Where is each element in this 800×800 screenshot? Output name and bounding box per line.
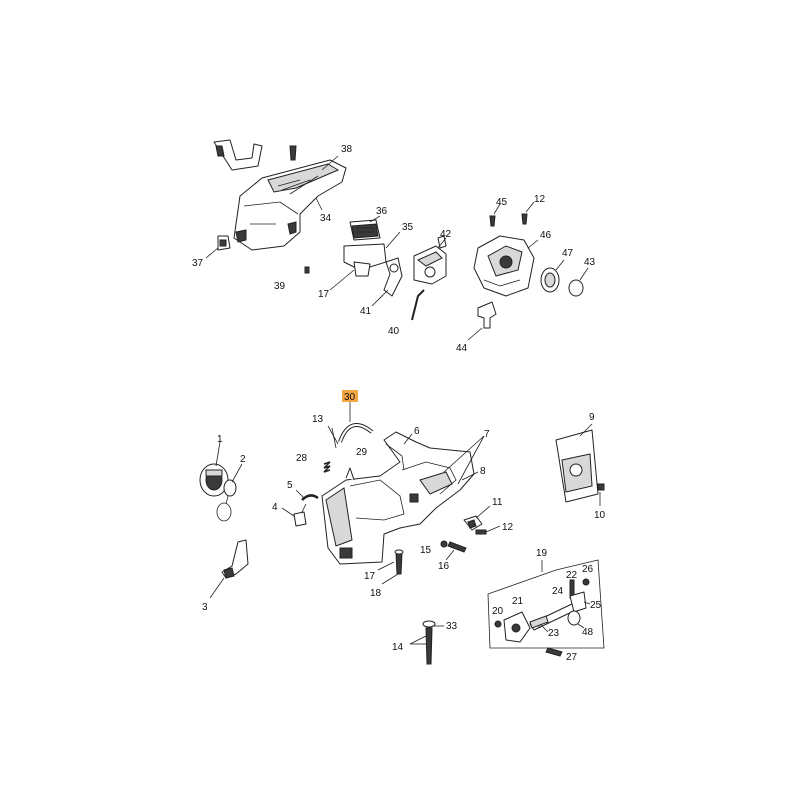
part-27-screw[interactable]: [545, 647, 563, 657]
part-37-clip[interactable]: [217, 235, 231, 251]
part-19-assembly-box: [487, 559, 605, 649]
callout-36: 36: [376, 206, 388, 217]
part-35-filter-base[interactable]: [343, 243, 387, 277]
callout-29: 29: [356, 447, 368, 458]
part-9-plate[interactable]: [555, 429, 599, 503]
part-small-screw-top: [289, 145, 297, 161]
part-39-screw[interactable]: [304, 266, 310, 274]
part-46-intake[interactable]: [473, 235, 535, 297]
part-12-screw-upper[interactable]: [521, 213, 528, 225]
part-41-gasket[interactable]: [383, 257, 403, 297]
callout-11: 11: [492, 497, 503, 508]
callout-14: 14: [392, 642, 404, 653]
callout-1: 1: [217, 434, 223, 445]
callout-41: 41: [360, 306, 372, 317]
callout-12b: 12: [502, 522, 514, 533]
callout-20: 20: [492, 606, 504, 617]
callout-42: 42: [440, 229, 452, 240]
callout-17a: 17: [318, 289, 330, 300]
part-17-bolt[interactable]: [394, 549, 404, 575]
callout-45: 45: [496, 197, 508, 208]
callout-7: 7: [484, 429, 490, 440]
part-43-clamp[interactable]: [568, 279, 584, 297]
part-5-hose[interactable]: [301, 494, 319, 501]
part-23-worm[interactable]: [529, 615, 549, 629]
part-15-washer[interactable]: [440, 540, 448, 548]
callout-12a: 12: [534, 194, 546, 205]
callout-21: 21: [512, 596, 524, 607]
callout-13: 13: [312, 414, 324, 425]
part-1-fuel-cap[interactable]: [199, 463, 229, 497]
callout-37: 37: [192, 258, 204, 269]
callout-2: 2: [240, 454, 246, 465]
part-12-screw-lower[interactable]: [475, 529, 487, 535]
part-26-screw[interactable]: [582, 578, 590, 586]
part-10-screw[interactable]: [597, 483, 605, 491]
callout-46: 46: [540, 230, 552, 241]
callout-30: 30: [344, 392, 356, 403]
part-48-bushing[interactable]: [567, 610, 581, 626]
callout-47: 47: [562, 248, 574, 259]
part-20-screw[interactable]: [494, 620, 502, 628]
part-4-fuel-filter[interactable]: [293, 503, 307, 527]
part-38-housing[interactable]: [233, 159, 347, 251]
callout-25: 25: [590, 600, 602, 611]
part-36-filter[interactable]: [349, 219, 381, 241]
callout-17b: 17: [364, 571, 376, 582]
callout-10: 10: [594, 510, 606, 521]
callout-38: 38: [341, 144, 353, 155]
callout-33: 33: [446, 621, 458, 632]
callout-22: 22: [566, 570, 578, 581]
callout-34: 34: [320, 213, 332, 224]
part-44-handle[interactable]: [477, 301, 497, 329]
part-main-crankcase[interactable]: [321, 431, 475, 565]
callout-3: 3: [202, 602, 208, 613]
callout-18: 18: [370, 588, 382, 599]
part-25-lever[interactable]: [569, 591, 587, 613]
callout-48: 48: [582, 627, 594, 638]
callout-24: 24: [552, 586, 564, 597]
callout-4: 4: [272, 502, 278, 513]
part-11-bracket[interactable]: [463, 515, 483, 531]
part-28-spring[interactable]: [323, 461, 331, 473]
callout-26: 26: [582, 564, 594, 575]
callout-15: 15: [420, 545, 432, 556]
part-42-carburetor[interactable]: [413, 235, 447, 285]
part-top-left-fragment: [213, 139, 263, 171]
callout-labels: 38 34 37 36 35 17 39 41 42 40 45 12 46 4…: [192, 144, 606, 663]
part-3-lever[interactable]: [221, 539, 249, 579]
part-16-bolt[interactable]: [447, 541, 467, 553]
part-21-pump-body[interactable]: [503, 611, 531, 643]
callout-16: 16: [438, 561, 450, 572]
callout-9: 9: [589, 412, 595, 423]
callout-44: 44: [456, 343, 468, 354]
callout-6: 6: [414, 426, 420, 437]
callout-43: 43: [584, 257, 596, 268]
part-14-stud[interactable]: [422, 620, 436, 665]
callout-27: 27: [566, 652, 578, 663]
callout-23: 23: [548, 628, 560, 639]
part-47-boot[interactable]: [540, 267, 560, 293]
callout-8: 8: [480, 466, 486, 477]
part-29-hose[interactable]: [338, 422, 374, 443]
callout-5: 5: [287, 480, 293, 491]
part-40-linkage[interactable]: [411, 289, 425, 321]
part-45-screw[interactable]: [489, 215, 496, 227]
callout-19: 19: [536, 548, 548, 559]
callout-30-highlight: [342, 390, 358, 402]
callout-39: 39: [274, 281, 286, 292]
callout-40: 40: [388, 326, 400, 337]
part-2-ring[interactable]: [216, 479, 237, 522]
callout-35: 35: [402, 222, 414, 233]
callout-28: 28: [296, 453, 308, 464]
